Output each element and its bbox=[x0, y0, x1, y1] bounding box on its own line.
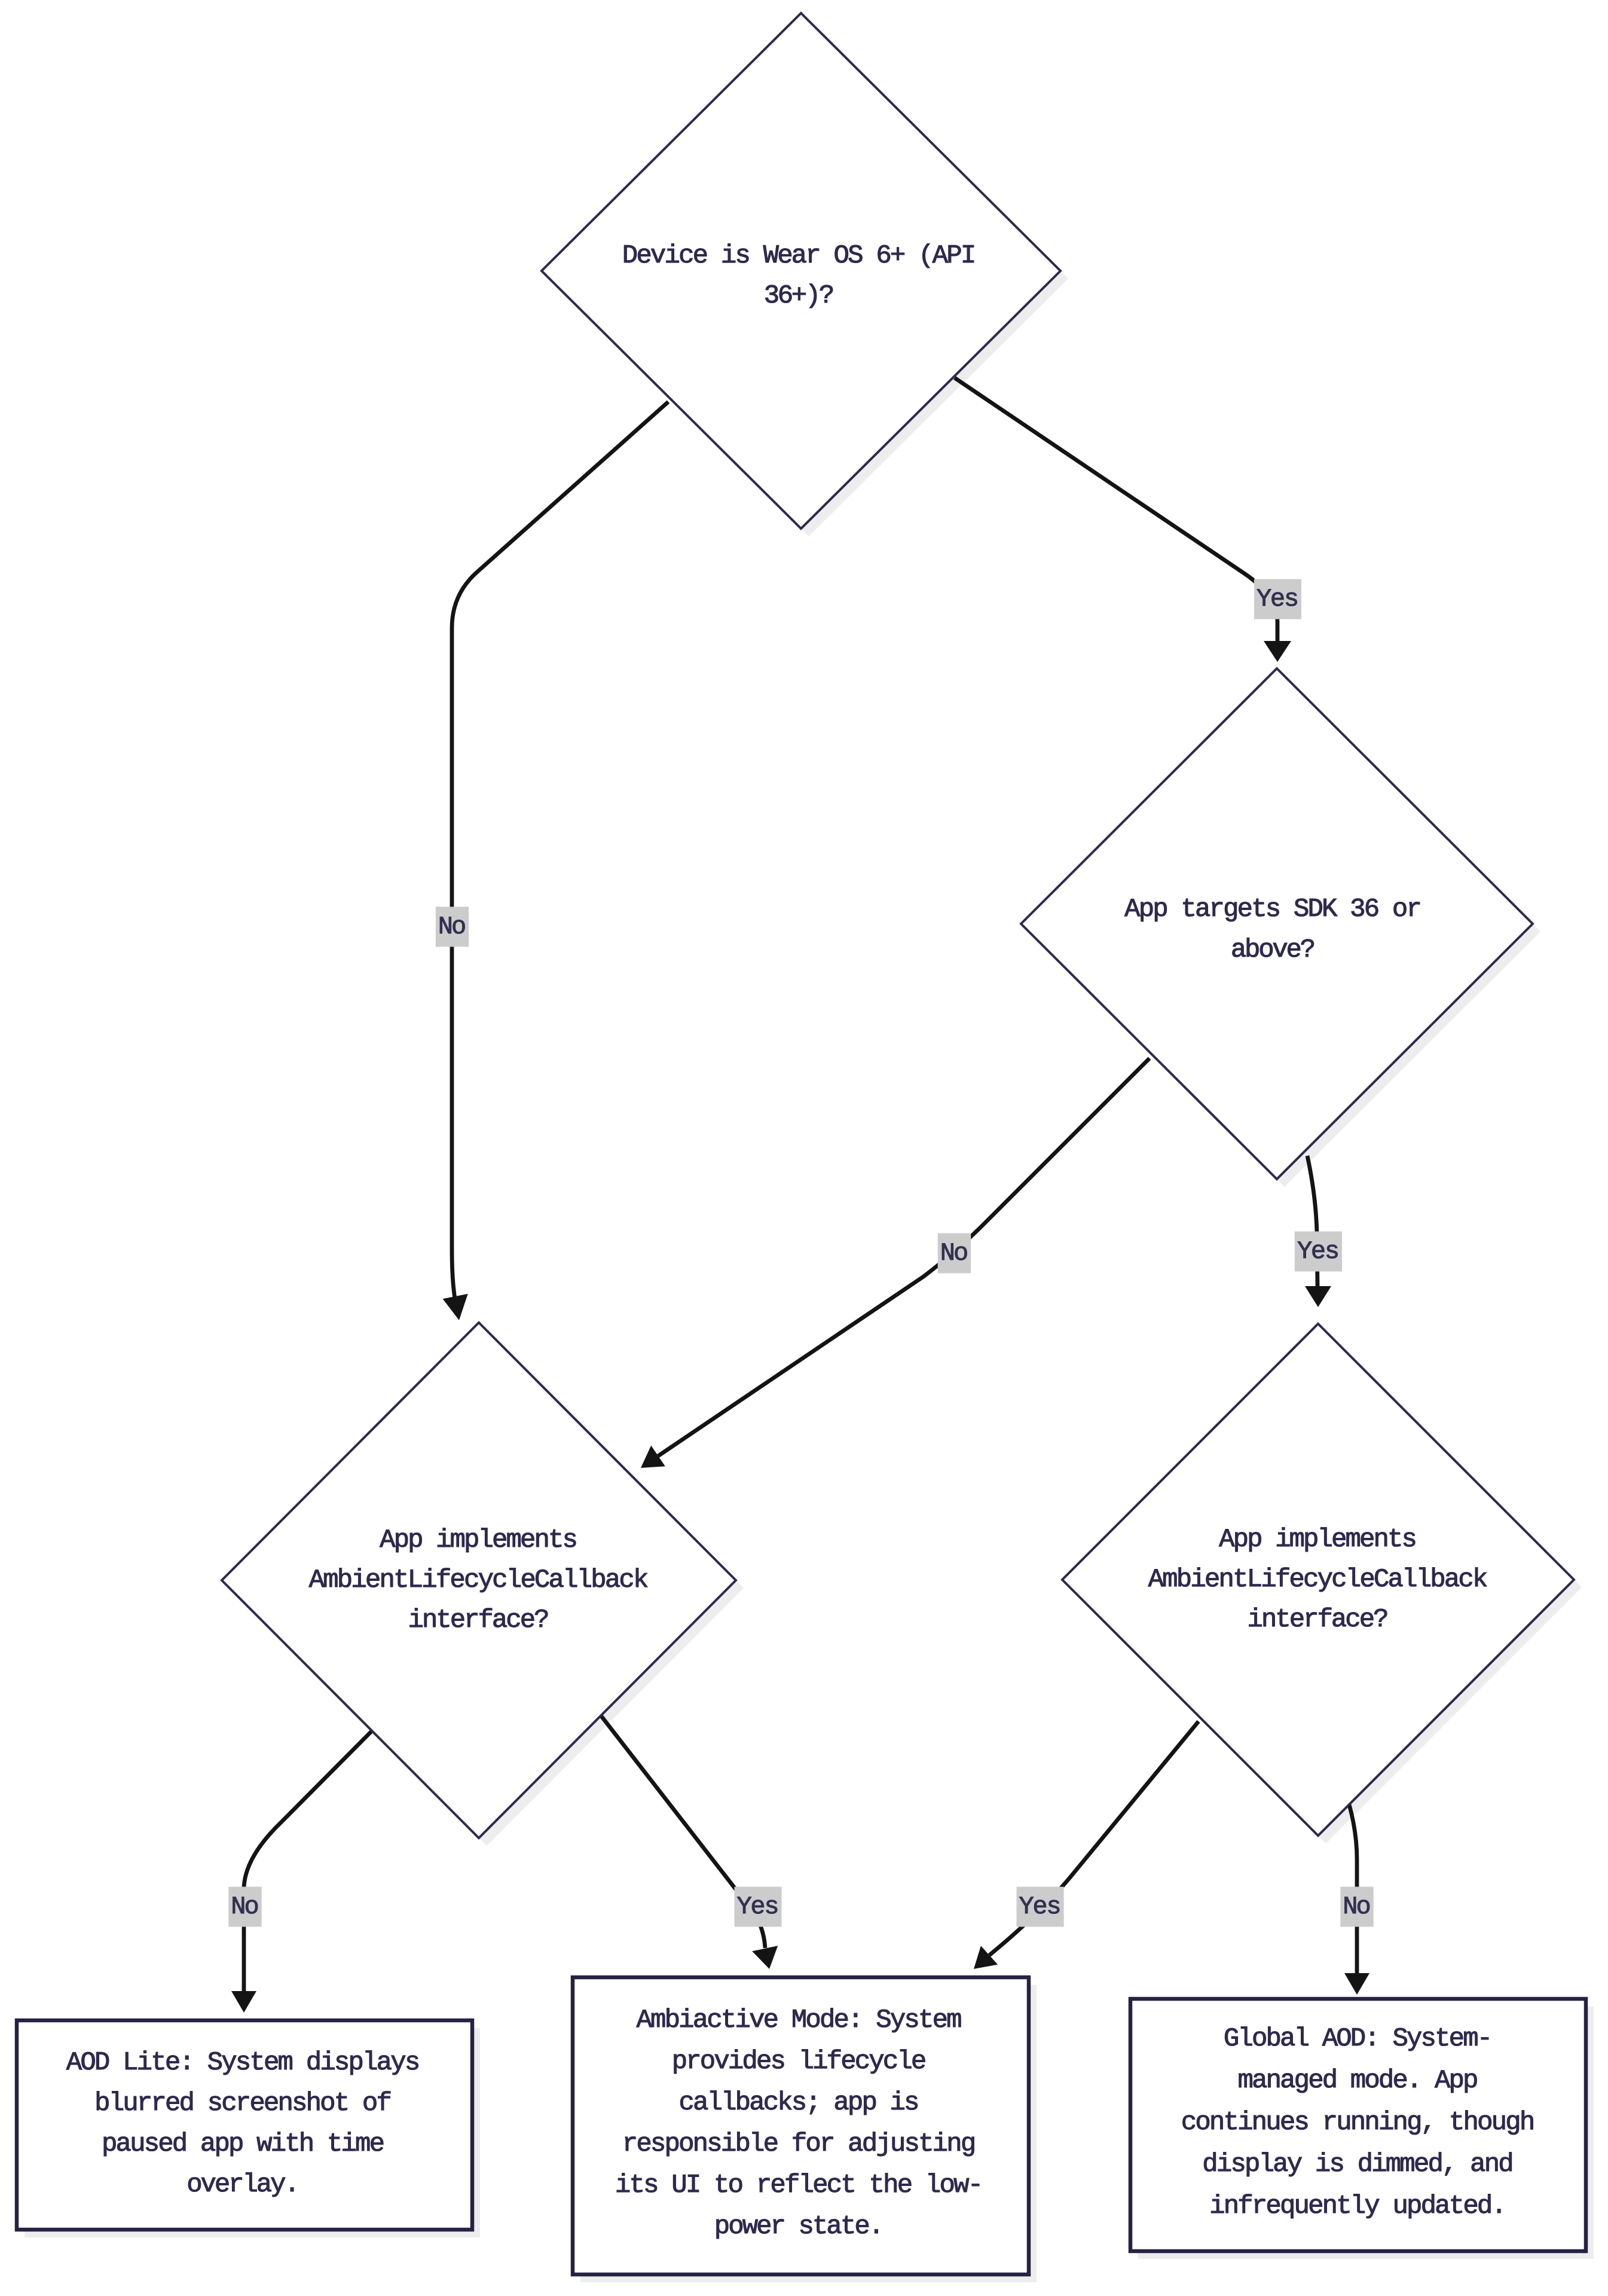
svg-text:its UI to reflect the low-: its UI to reflect the low- bbox=[615, 2170, 983, 2200]
svg-text:App implements: App implements bbox=[1219, 1525, 1417, 1555]
svg-text:Yes: Yes bbox=[736, 1892, 779, 1921]
svg-text:No: No bbox=[1343, 1892, 1371, 1921]
svg-text:No: No bbox=[438, 912, 466, 941]
svg-text:interface?: interface? bbox=[408, 1605, 550, 1635]
svg-text:Global AOD: System-: Global AOD: System- bbox=[1224, 2024, 1493, 2054]
svg-text:paused app with time: paused app with time bbox=[102, 2129, 385, 2159]
svg-text:Ambiactive Mode: System: Ambiactive Mode: System bbox=[636, 2005, 962, 2035]
svg-text:infrequently updated.: infrequently updated. bbox=[1209, 2191, 1507, 2221]
svg-text:continues running, though: continues running, though bbox=[1181, 2108, 1536, 2138]
svg-text:overlay.: overlay. bbox=[187, 2170, 300, 2200]
svg-text:blurred screenshot of: blurred screenshot of bbox=[94, 2089, 392, 2118]
svg-text:interface?: interface? bbox=[1248, 1605, 1389, 1635]
svg-text:responsible for adjusting: responsible for adjusting bbox=[622, 2129, 977, 2159]
svg-text:AOD Lite: System displays: AOD Lite: System displays bbox=[66, 2048, 421, 2078]
svg-text:Yes: Yes bbox=[1297, 1237, 1340, 1266]
svg-text:Yes: Yes bbox=[1019, 1892, 1061, 1921]
svg-text:provides lifecycle: provides lifecycle bbox=[672, 2047, 927, 2077]
svg-text:Device is Wear OS 6+ (API: Device is Wear OS 6+ (API bbox=[622, 241, 977, 271]
svg-text:36+)?: 36+)? bbox=[764, 281, 835, 311]
svg-text:callbacks; app is: callbacks; app is bbox=[679, 2088, 920, 2118]
svg-text:App targets SDK 36 or: App targets SDK 36 or bbox=[1124, 894, 1422, 924]
svg-text:App implements: App implements bbox=[380, 1525, 578, 1555]
svg-text:AmbientLifecycleCallback: AmbientLifecycleCallback bbox=[309, 1565, 649, 1595]
svg-text:display is dimmed, and: display is dimmed, and bbox=[1202, 2150, 1514, 2179]
svg-text:above?: above? bbox=[1231, 935, 1316, 965]
svg-text:AmbientLifecycleCallback: AmbientLifecycleCallback bbox=[1148, 1565, 1488, 1595]
svg-text:power state.: power state. bbox=[714, 2212, 884, 2242]
svg-text:Yes: Yes bbox=[1257, 585, 1299, 613]
svg-text:No: No bbox=[231, 1892, 259, 1921]
svg-text:No: No bbox=[940, 1239, 968, 1268]
svg-text:managed mode. App: managed mode. App bbox=[1238, 2066, 1479, 2096]
